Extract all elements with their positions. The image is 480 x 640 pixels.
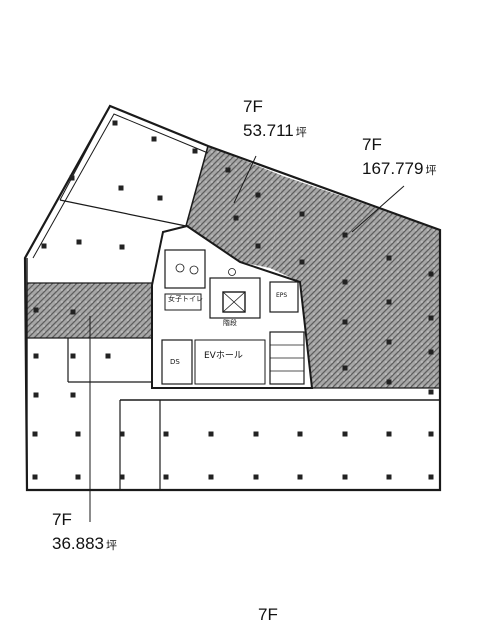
zone-7f-167-779 <box>270 176 440 388</box>
column-marker <box>342 319 348 325</box>
column-marker <box>41 243 47 249</box>
column-marker <box>119 244 125 250</box>
column-marker <box>342 232 348 238</box>
column-marker <box>386 299 392 305</box>
area-unit: 坪 <box>295 127 307 139</box>
area-value: 167.779 <box>362 159 424 178</box>
column-marker <box>157 195 163 201</box>
room-eps: EPS <box>276 292 287 299</box>
structure-lines <box>26 105 440 490</box>
leader-lines <box>89 155 405 522</box>
column-marker <box>32 431 38 437</box>
zone-7f-36-883 <box>27 283 152 338</box>
room-elevator-hall: EVホール <box>204 350 243 361</box>
column-marker <box>299 259 305 265</box>
column-marker <box>75 431 81 437</box>
column-marker <box>255 243 261 249</box>
column-marker <box>225 167 231 173</box>
column-marker <box>386 255 392 261</box>
column-marker <box>386 339 392 345</box>
room-ds: DS <box>170 358 180 366</box>
column-marker <box>342 365 348 371</box>
column-marker <box>428 271 434 277</box>
column-marker <box>119 431 125 437</box>
column-marker <box>33 307 39 313</box>
room-toilet-women: 女子トイレ <box>168 294 203 303</box>
area-floor: 7F <box>362 135 382 154</box>
column-marker <box>75 474 81 480</box>
column-marker <box>233 215 239 221</box>
column-marker <box>32 474 38 480</box>
column-marker <box>33 353 39 359</box>
column-marker <box>118 185 124 191</box>
column-marker <box>342 431 348 437</box>
column-marker <box>112 120 118 126</box>
column-marker <box>69 175 75 181</box>
column-marker <box>428 431 434 437</box>
structural-columns <box>32 120 434 480</box>
column-marker <box>105 353 111 359</box>
zone-7f-53-711 <box>186 146 283 268</box>
room-stair: 階段 <box>223 318 237 327</box>
column-marker <box>253 431 259 437</box>
column-marker <box>386 431 392 437</box>
column-marker <box>428 315 434 321</box>
area-floor: 7F <box>52 510 72 529</box>
column-marker <box>192 148 198 154</box>
area-value: 36.883 <box>52 534 104 553</box>
area-unit: 坪 <box>425 165 437 177</box>
column-marker <box>208 474 214 480</box>
column-marker <box>299 211 305 217</box>
core-block <box>151 224 314 389</box>
column-marker <box>208 431 214 437</box>
column-marker <box>253 474 259 480</box>
area-value: 53.711 <box>243 121 294 140</box>
column-marker <box>163 431 169 437</box>
column-marker <box>428 349 434 355</box>
column-marker <box>297 431 303 437</box>
column-marker <box>76 239 82 245</box>
column-marker <box>119 474 125 480</box>
column-marker <box>297 474 303 480</box>
column-marker <box>386 474 392 480</box>
floor-caption: 7F <box>258 605 278 624</box>
column-marker <box>70 392 76 398</box>
area-floor: 7F <box>243 97 263 116</box>
column-marker <box>70 309 76 315</box>
column-marker <box>163 474 169 480</box>
perimeter-inner <box>32 113 209 259</box>
column-marker <box>33 392 39 398</box>
column-marker <box>255 192 261 198</box>
column-marker <box>342 474 348 480</box>
column-marker <box>151 136 157 142</box>
area-unit: 坪 <box>106 540 117 552</box>
column-marker <box>386 379 392 385</box>
column-marker <box>428 474 434 480</box>
column-marker <box>428 389 434 395</box>
column-marker <box>342 279 348 285</box>
column-marker <box>70 353 76 359</box>
